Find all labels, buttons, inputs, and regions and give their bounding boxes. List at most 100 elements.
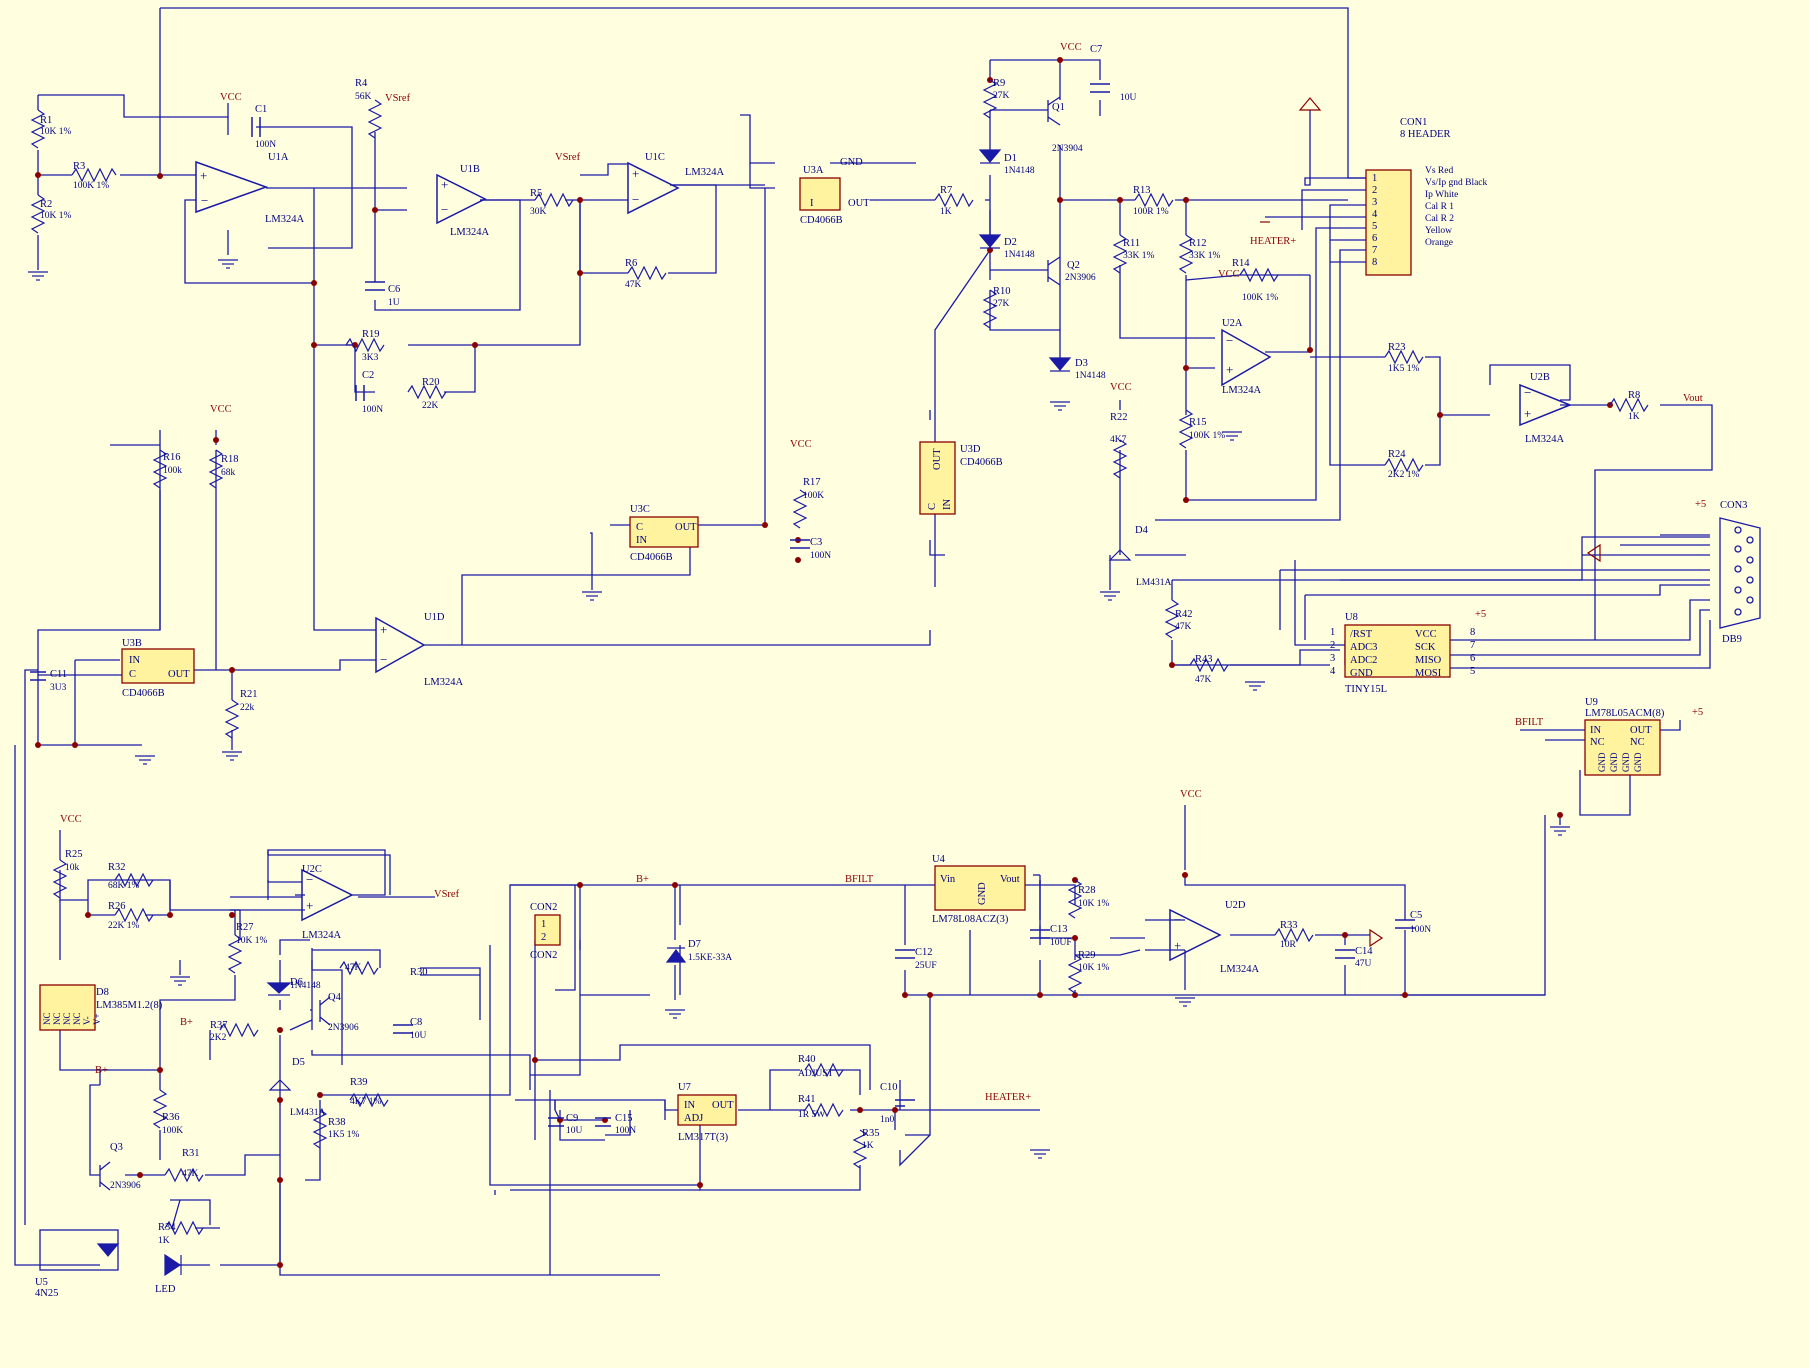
resistor-ref-r18: R18 <box>221 454 239 465</box>
semi-ref-led: LED <box>155 1284 176 1295</box>
resistor-ref-r40: R40 <box>798 1054 816 1065</box>
opamp-part-4: LM324A <box>1222 385 1262 396</box>
ic-u8-ref: U8 <box>1345 612 1358 623</box>
net-vcc-0: VCC <box>220 92 242 103</box>
net-bfilt-0: BFILT <box>845 874 874 885</box>
optocoupler-led <box>96 1243 120 1257</box>
con1-pin-1: 2 <box>1372 185 1377 196</box>
ic-u8-lpin-2: 3 <box>1330 653 1335 664</box>
svg-text:+: + <box>306 898 313 913</box>
resistor-val-r28: 10K 1% <box>1078 899 1109 909</box>
capacitor-val-c3: 100N <box>810 551 831 561</box>
capacitor-ref-c11: C11 <box>50 669 67 680</box>
resistor-val-r29: 10K 1% <box>1078 963 1109 973</box>
ic-u8-right-0: VCC <box>1415 629 1437 640</box>
resistor-val-r26: 22K 1% <box>108 921 139 931</box>
transistor-symbols <box>99 96 1061 1191</box>
ic-u8-left-0: /RST <box>1350 629 1373 640</box>
opamp-part-5: LM324A <box>1525 434 1565 445</box>
semi-ref-d6: D6 <box>290 977 303 988</box>
opamp-ref-6: U2C <box>302 864 322 875</box>
resistor-val-r4: 56K <box>355 92 372 102</box>
ic-u8-rpin-1: 7 <box>1470 640 1475 651</box>
resistor-ref-r4: R4 <box>355 78 368 89</box>
net-vcc-4: VCC <box>1110 382 1132 393</box>
opamp-U1C <box>627 161 680 215</box>
resistor-val-r22: 4K7 <box>1110 435 1127 445</box>
opamp-U1B <box>436 173 487 225</box>
svg-text:+: + <box>441 177 448 192</box>
semi-ref-d3: D3 <box>1075 358 1088 369</box>
svg-text:−: − <box>306 872 313 887</box>
switch-u3c-pin-in: IN <box>636 535 647 546</box>
svg-text:+: + <box>200 168 207 183</box>
semi-val-d1: 1N4148 <box>1004 166 1035 176</box>
net-plus5-1: +5 <box>1692 707 1703 718</box>
resistor-ref-r28: R28 <box>1078 885 1096 896</box>
capacitor-ref-c2: C2 <box>362 370 374 381</box>
resistor-val-r7: 1K <box>940 207 952 217</box>
con1-pin-4: 5 <box>1372 221 1377 232</box>
con1-part: 8 HEADER <box>1400 129 1450 140</box>
ic-u4-vout: Vout <box>1000 874 1020 885</box>
net-vcc-3: VCC <box>790 439 812 450</box>
con1-pin-7: 8 <box>1372 257 1377 268</box>
semi-ref-d4: D4 <box>1135 525 1149 536</box>
switch-u3a-pin-out: OUT <box>848 198 870 209</box>
ic-u9-part: LM78L05ACM(8) <box>1585 708 1665 719</box>
con1-pin-6: 7 <box>1372 245 1377 256</box>
ic-u9-gnd-2: GND <box>1621 752 1631 772</box>
capacitor-ref-c5: C5 <box>1410 910 1422 921</box>
resistor-ref-r41: R41 <box>798 1094 816 1105</box>
net-heater-0: HEATER+ <box>1250 236 1296 247</box>
resistor-ref-r17: R17 <box>803 477 821 488</box>
capacitor-ref-c1: C1 <box>255 104 267 115</box>
opamp-U2D <box>1169 908 1222 962</box>
resistor-val-r19: 3K3 <box>362 353 379 363</box>
con1-label-0: Vs Red <box>1425 166 1453 176</box>
ic-u5-part: 4N25 <box>35 1288 58 1299</box>
opamp-U2B <box>1519 383 1573 427</box>
svg-text:−: − <box>1226 333 1233 348</box>
resistor-val-r9: 27K <box>993 91 1010 101</box>
switch-u3d-pin-out: OUT <box>932 448 943 470</box>
con1-label-4: Cal R 2 <box>1425 214 1454 224</box>
con1-pin-0: 1 <box>1372 173 1377 184</box>
opamp-U1D <box>375 616 426 674</box>
capacitor-val-c11: 3U3 <box>50 683 67 693</box>
net-plus5-0: +5 <box>1475 609 1486 620</box>
opamp-ref-5: U2B <box>1530 372 1550 383</box>
capacitor-val-c9: 10U <box>566 1126 583 1136</box>
resistor-ref-r2: R2 <box>40 199 52 210</box>
ic-U8-body <box>1344 624 1451 678</box>
resistor-ref-r24: R24 <box>1388 449 1406 460</box>
switch-ref-3: U3D <box>960 444 981 455</box>
switch-part-1: CD4066B <box>122 688 165 699</box>
ic-u7-in: IN <box>684 1100 695 1111</box>
semi-val-d5: LM431A <box>290 1108 326 1118</box>
semi-ref-d2: D2 <box>1004 237 1017 248</box>
semi-ref-q1: Q1 <box>1052 102 1065 113</box>
resistor-ref-r8: R8 <box>1628 390 1640 401</box>
ic-u8-left-2: ADC2 <box>1350 655 1377 666</box>
ic-u7-ref: U7 <box>678 1082 691 1093</box>
con1-pin-2: 3 <box>1372 197 1377 208</box>
resistor-val-r27: 10K 1% <box>236 936 267 946</box>
resistor-ref-r1: R1 <box>40 115 52 126</box>
capacitor-val-c5: 100N <box>1410 925 1431 935</box>
resistor-val-r35: 1K <box>862 1141 874 1151</box>
power-symbols <box>1260 97 1601 948</box>
switch-part-3: CD4066B <box>960 457 1003 468</box>
ic-d8-pin-0: NC <box>42 1012 52 1025</box>
resistor-val-r42: 47K <box>1175 622 1192 632</box>
capacitor-val-c15: 100N <box>615 1126 636 1136</box>
ic-d8-pin-5: V+ <box>92 1013 102 1025</box>
resistor-ref-r37: R37 <box>210 1020 228 1031</box>
resistor-val-r32: 68K 1% <box>108 881 139 891</box>
svg-text:+: + <box>380 622 387 637</box>
ic-U4-body <box>934 865 1026 911</box>
connector-CON1-body <box>1365 169 1412 276</box>
resistor-ref-r21: R21 <box>240 689 258 700</box>
resistor-ref-r5: R5 <box>530 188 542 199</box>
